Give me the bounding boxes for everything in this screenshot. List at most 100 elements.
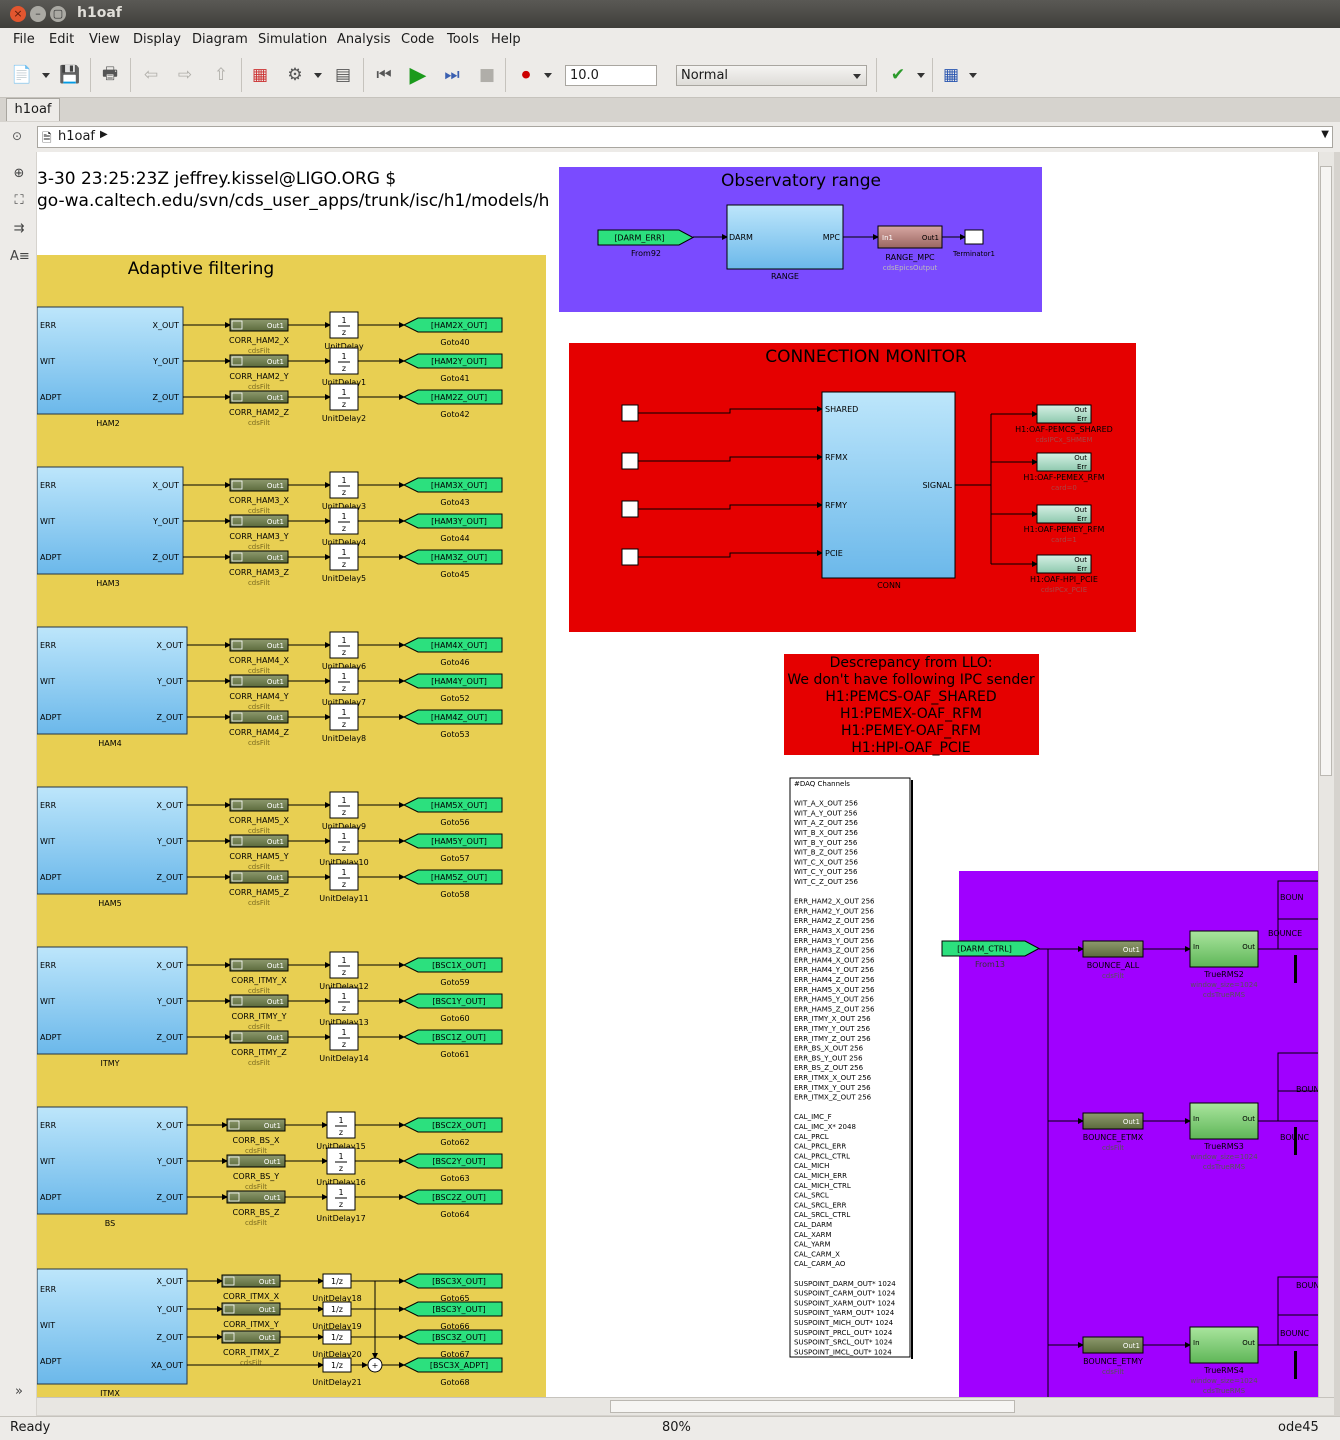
run-icon[interactable]: ▶ [409, 62, 427, 88]
ipc-receiver-block[interactable] [621, 404, 639, 422]
menu-simulation[interactable]: Simulation [258, 32, 328, 47]
unit-delay-block[interactable]: 1z [329, 667, 359, 695]
goto-tag-shape[interactable] [402, 1029, 503, 1045]
ipc-sender-body[interactable] [1036, 554, 1092, 574]
fit-to-view-icon[interactable]: ⛶ [14, 193, 24, 208]
goto-tag-shape[interactable] [402, 709, 503, 725]
unit-delay-body[interactable] [329, 543, 359, 571]
tab-h1oaf[interactable]: h1oaf [6, 98, 60, 121]
chevron-down-icon[interactable]: ▼ [1321, 129, 1329, 140]
horizontal-scroll-thumb[interactable] [610, 1400, 1015, 1413]
filter-block[interactable]: Out1 [229, 1030, 289, 1044]
unit-delay-block[interactable]: 1z [329, 863, 359, 891]
subsystem-block[interactable] [37, 1268, 188, 1385]
menu-display[interactable]: Display [133, 32, 181, 47]
goto-tag[interactable]: [HAM3X_OUT] [402, 477, 503, 493]
new-model-icon[interactable]: 📄 [11, 65, 33, 85]
unit-delay-block[interactable]: 1z [329, 311, 359, 339]
terminator-block[interactable] [964, 229, 984, 245]
goto-tag[interactable]: [BSC3Z_OUT] [402, 1329, 503, 1345]
goto-tag[interactable]: [HAM3Z_OUT] [402, 549, 503, 565]
menu-diagram[interactable]: Diagram [192, 32, 248, 47]
menu-help[interactable]: Help [491, 32, 521, 47]
goto-tag[interactable]: [HAM2X_OUT] [402, 317, 503, 333]
breadcrumb-item[interactable]: h1oaf [58, 129, 96, 144]
goto-tag[interactable]: [BSC2X_OUT] [402, 1117, 503, 1133]
subsystem-itmy[interactable]: ITMYERRWITADPTX_OUTY_OUTZ_OUTOut1CORR_IT… [37, 946, 503, 1068]
expand-icon[interactable]: » [15, 1384, 23, 1399]
unit-delay-block[interactable]: 1/z [322, 1357, 352, 1373]
unit-delay-block[interactable]: 1z [329, 383, 359, 411]
goto-tag[interactable]: [HAM2Z_OUT] [402, 389, 503, 405]
filter-block[interactable]: Out1 [226, 1154, 286, 1168]
filter-block[interactable]: Out1 [226, 1118, 286, 1132]
unit-delay-block[interactable]: 1z [329, 791, 359, 819]
goto-tag[interactable]: [BSC3Y_OUT] [402, 1301, 503, 1317]
forward-icon[interactable]: ⇨ [177, 65, 193, 85]
from-darm-ctrl[interactable]: [DARM_CTRL] [941, 940, 1041, 957]
goto-tag-shape[interactable] [402, 1329, 503, 1345]
unit-delay-body[interactable] [326, 1111, 356, 1139]
goto-tag[interactable]: [HAM4Z_OUT] [402, 709, 503, 725]
goto-tag-shape[interactable] [402, 353, 503, 369]
filter-block[interactable]: Out1 [229, 674, 289, 688]
gear-icon[interactable]: ⚙ [287, 65, 303, 85]
goto-tag[interactable]: [HAM5Y_OUT] [402, 833, 503, 849]
unit-delay-block[interactable]: 1z [329, 543, 359, 571]
bounce-output-block[interactable] [1277, 918, 1318, 950]
menu-analysis[interactable]: Analysis [337, 32, 391, 47]
chevron-right-icon[interactable]: ▶ [100, 129, 108, 140]
goto-tag-shape[interactable] [402, 637, 503, 653]
subsystem-ham5[interactable]: HAM5ERRWITADPTX_OUTY_OUTZ_OUTOut1CORR_HA… [37, 786, 503, 908]
check-model-icon[interactable]: ✔ [890, 65, 906, 85]
filter-block[interactable]: Out1 [229, 550, 289, 564]
unit-delay-block[interactable]: 1z [329, 703, 359, 731]
goto-tag-shape[interactable] [402, 869, 503, 885]
goto-tag-shape[interactable] [402, 1357, 503, 1373]
unit-delay-body[interactable] [329, 347, 359, 375]
ipc-sender-body[interactable] [1036, 504, 1092, 524]
unit-delay-body[interactable] [329, 383, 359, 411]
goto-tag[interactable]: [HAM5Z_OUT] [402, 869, 503, 885]
vertical-scrollbar[interactable] [1318, 152, 1334, 1397]
up-icon[interactable]: ⇧ [213, 65, 229, 85]
diagram-svg[interactable]: 3-30 23:25:23Z jeffrey.kissel@LIGO.ORG $… [37, 152, 1318, 1397]
ipc-sender-body[interactable] [1036, 452, 1092, 472]
step-forward-icon[interactable]: ⏭ [444, 65, 460, 85]
goto-tag-shape[interactable] [402, 513, 503, 529]
goto-tag-shape[interactable] [402, 317, 503, 333]
unit-delay-body[interactable] [329, 951, 359, 979]
close-window-button[interactable]: × [10, 6, 26, 22]
filter-block[interactable]: Out1 [229, 478, 289, 492]
unit-delay-body[interactable] [329, 1023, 359, 1051]
filter-block[interactable]: Out1 [229, 390, 289, 404]
chevron-down-icon[interactable] [969, 73, 977, 78]
filter-block[interactable]: Out1 [221, 1302, 281, 1316]
filter-block[interactable]: Out1 [229, 958, 289, 972]
unit-delay-body[interactable] [329, 311, 359, 339]
print-icon[interactable]: 🖶 [101, 63, 119, 84]
subsystem-bs[interactable]: BSERRWITADPTX_OUTY_OUTZ_OUTOut1CORR_BS_X… [37, 1106, 503, 1228]
goto-tag-shape[interactable] [402, 797, 503, 813]
filter-block[interactable]: Out1 [229, 994, 289, 1008]
true-rms-body[interactable] [1189, 1102, 1259, 1140]
goto-tag-shape[interactable] [402, 477, 503, 493]
unit-delay-block[interactable]: 1z [326, 1183, 356, 1211]
chevron-down-icon[interactable] [544, 73, 552, 78]
arrow-icon[interactable]: ⇉ [13, 221, 25, 236]
goto-tag[interactable]: [BSC1Y_OUT] [402, 993, 503, 1009]
subsystem-block[interactable] [37, 466, 184, 575]
subsystem-ham4[interactable]: HAM4ERRWITADPTX_OUTY_OUTZ_OUTOut1CORR_HA… [37, 626, 503, 748]
unit-delay-body[interactable] [329, 631, 359, 659]
unit-delay-body[interactable] [329, 471, 359, 499]
subsystem-block[interactable] [37, 946, 188, 1055]
unit-delay-block[interactable]: 1z [329, 631, 359, 659]
unit-delay-body[interactable] [329, 827, 359, 855]
bounce-output-block[interactable] [1277, 1090, 1318, 1122]
filter-block[interactable]: Out1 [229, 354, 289, 368]
